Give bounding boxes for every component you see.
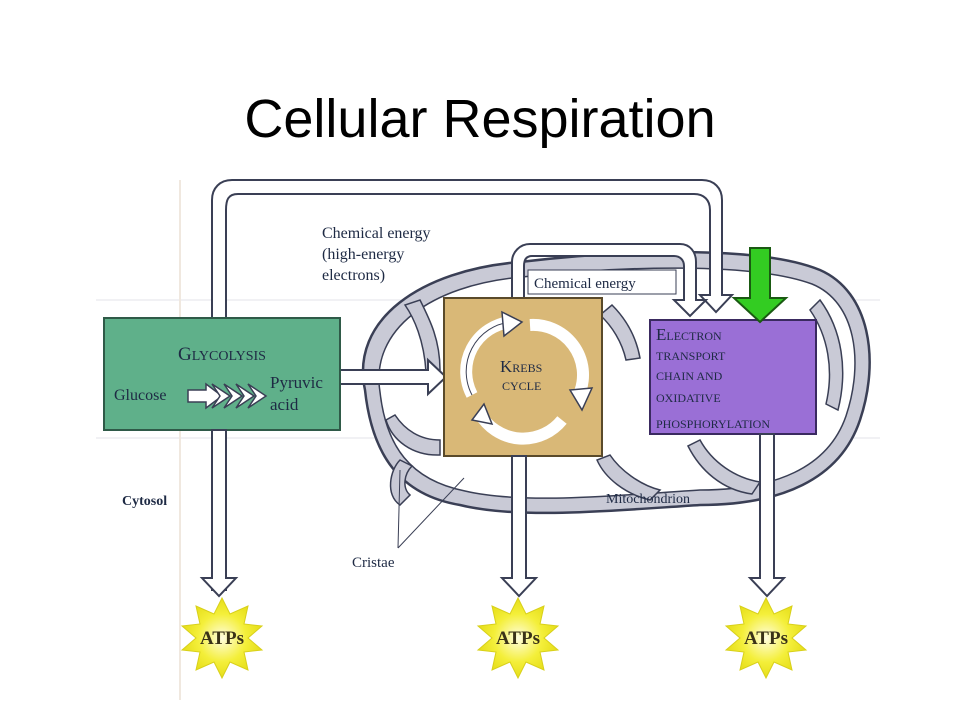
krebs-cycle-loop-icon [460,310,594,445]
chemical-energy-label-line2: (high-energy [322,246,404,263]
etc-to-atp-arrow [747,433,787,598]
pyruvate-to-krebs-arrow [339,357,448,397]
glycolysis-steps-arrows [187,382,268,410]
cristae-label: Cristae [352,555,395,571]
crista-fold-6 [809,298,844,412]
crista-fold-3 [389,459,414,506]
crista-fold-1 [385,414,441,456]
etc-label-line5: PHOSPHORYLATION [656,417,770,431]
etc-label-line2: TRANSPORT [656,349,726,363]
chemical-energy-label-line1: Chemical energy [322,225,431,242]
chemical-energy-arrow-small [511,243,709,318]
slide-title: Cellular Respiration [244,89,716,149]
etc-label-line3: CHAIN AND [656,369,723,383]
glycolysis-label: GLYCOLYSIS [178,344,266,365]
glucose-label: Glucose [114,387,166,404]
crista-fold-5 [686,439,762,495]
chemical-energy-small-label: Chemical energy [534,276,636,292]
atp-label-3: ATPs [744,628,788,649]
krebs-cycle-box: KREBS CYCLE [443,297,603,457]
electron-transport-box: ELECTRON TRANSPORT CHAIN AND OXIDATIVE P… [649,319,817,435]
atp-burst-etc: ATPs [724,596,808,680]
pyruvic-acid-label-line2: acid [270,395,299,414]
etc-label-line4: OXIDATIVE [656,391,721,405]
cristae-pointer-2 [397,477,465,549]
krebs-cycle-label: CYCLE [502,379,541,393]
atp-burst-krebs: ATPs [476,596,560,680]
atp-label-2: ATPs [496,628,540,649]
pyruvic-acid-label-line1: Pyruvic [270,373,323,392]
etc-label-line1: ELECTRON [656,325,722,344]
chemical-energy-small-label-bg [527,269,677,295]
krebs-to-atp-arrow [499,455,539,598]
highlight-arrow [731,247,789,324]
crista-fold-4 [595,454,662,501]
krebs-label: KREBS [500,357,542,376]
crista-fold-7 [598,303,641,361]
atp-label-1: ATPs [200,628,244,649]
cristae-pointer-1 [397,469,401,549]
atp-burst-glycolysis: ATPs [180,596,264,680]
cytosol-label: Cytosol [122,494,167,509]
glycolysis-to-atp-arrow [199,429,239,598]
chemical-energy-arrow-large [211,179,735,591]
mitochondrion-label: Mitochondrion [606,492,690,507]
glycolysis-box: GLYCOLYSIS Glucose Pyruvic acid [103,317,341,431]
chemical-energy-label-line3: electrons) [322,267,385,284]
